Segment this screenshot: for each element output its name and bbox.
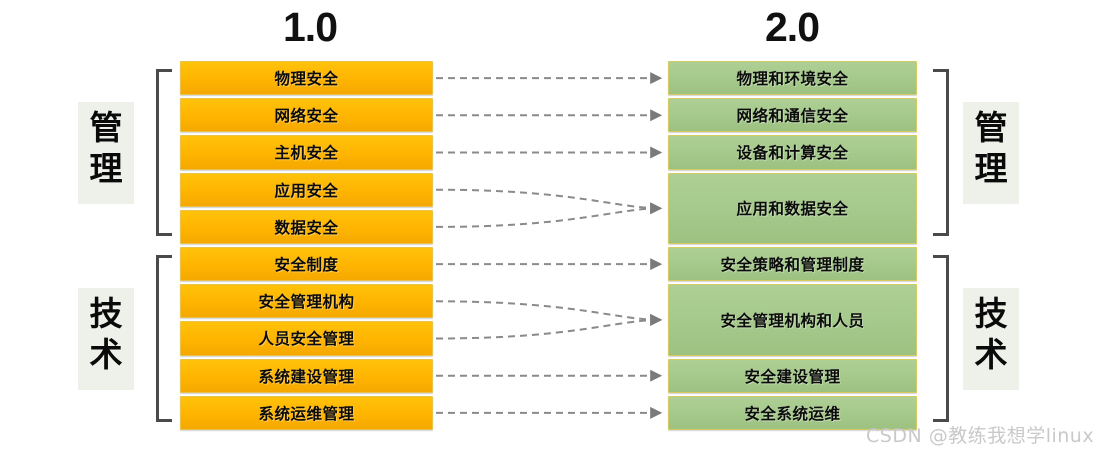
left-node-label: 安全管理机构 (258, 293, 355, 312)
right-node-label: 应用和数据安全 (736, 200, 849, 219)
left-node-5[interactable]: 安全制度 (180, 247, 433, 282)
right-node-label: 安全建设管理 (744, 367, 841, 386)
left-node-0[interactable]: 物理安全 (180, 61, 433, 96)
right-node-label: 设备和计算安全 (736, 144, 849, 163)
right-node-5[interactable]: 安全管理机构和人员 (668, 284, 917, 356)
right-node-7[interactable]: 安全系统运维 (668, 395, 917, 430)
connector-3 (435, 188, 663, 215)
right-group-label-0: 管理 (963, 101, 1019, 204)
right-node-label: 安全策略和管理制度 (720, 256, 865, 275)
right-node-label: 安全系统运维 (744, 404, 841, 423)
right-node-4[interactable]: 安全策略和管理制度 (668, 247, 917, 282)
left-node-8[interactable]: 系统建设管理 (180, 358, 433, 393)
left-group-label-0: 管理 (78, 101, 134, 204)
connector-6 (435, 300, 663, 326)
left-node-3[interactable]: 应用安全 (180, 172, 433, 207)
version-title-left: 1.0 (283, 4, 338, 50)
left-group-bracket-1 (156, 255, 173, 422)
left-node-2[interactable]: 主机安全 (180, 135, 433, 170)
right-group-bracket-0 (932, 69, 949, 236)
right-node-label: 安全管理机构和人员 (720, 311, 865, 330)
left-group-label-1: 技术 (78, 287, 134, 390)
right-node-1[interactable]: 网络和通信安全 (668, 98, 917, 133)
right-node-6[interactable]: 安全建设管理 (668, 358, 917, 393)
left-node-label: 人员安全管理 (258, 330, 355, 349)
right-node-2[interactable]: 设备和计算安全 (668, 135, 917, 170)
group-label-char: 管 (974, 107, 1008, 147)
right-node-0[interactable]: 物理和环境安全 (668, 61, 917, 96)
watermark: CSDN @教练我想学linux (866, 425, 1095, 447)
left-node-4[interactable]: 数据安全 (180, 209, 433, 244)
left-node-label: 系统运维管理 (258, 404, 355, 423)
left-node-label: 网络安全 (274, 107, 339, 126)
group-label-char: 管 (89, 107, 123, 147)
left-node-9[interactable]: 系统运维管理 (180, 395, 433, 430)
connector-7 (435, 313, 663, 340)
left-group-bracket-0 (156, 69, 173, 236)
group-label-char: 技 (89, 293, 123, 333)
connector-4 (435, 202, 663, 228)
right-node-3[interactable]: 应用和数据安全 (668, 172, 917, 244)
right-node-label: 网络和通信安全 (736, 107, 849, 126)
left-node-label: 数据安全 (274, 218, 339, 237)
left-node-label: 应用安全 (274, 181, 339, 200)
group-label-char: 理 (974, 148, 1008, 188)
right-group-label-1: 技术 (963, 287, 1019, 390)
left-node-label: 系统建设管理 (258, 367, 355, 386)
left-node-label: 物理安全 (274, 70, 339, 89)
group-label-char: 术 (974, 334, 1008, 374)
left-node-6[interactable]: 安全管理机构 (180, 284, 433, 319)
left-node-label: 安全制度 (274, 256, 339, 275)
version-title-right: 2.0 (765, 4, 820, 50)
right-group-bracket-1 (932, 255, 949, 422)
right-node-label: 物理和环境安全 (736, 70, 849, 89)
group-label-char: 术 (89, 334, 123, 374)
left-node-7[interactable]: 人员安全管理 (180, 321, 433, 356)
left-node-1[interactable]: 网络安全 (180, 98, 433, 133)
group-label-char: 理 (89, 148, 123, 188)
left-node-label: 主机安全 (274, 144, 339, 163)
group-label-char: 技 (974, 293, 1008, 333)
